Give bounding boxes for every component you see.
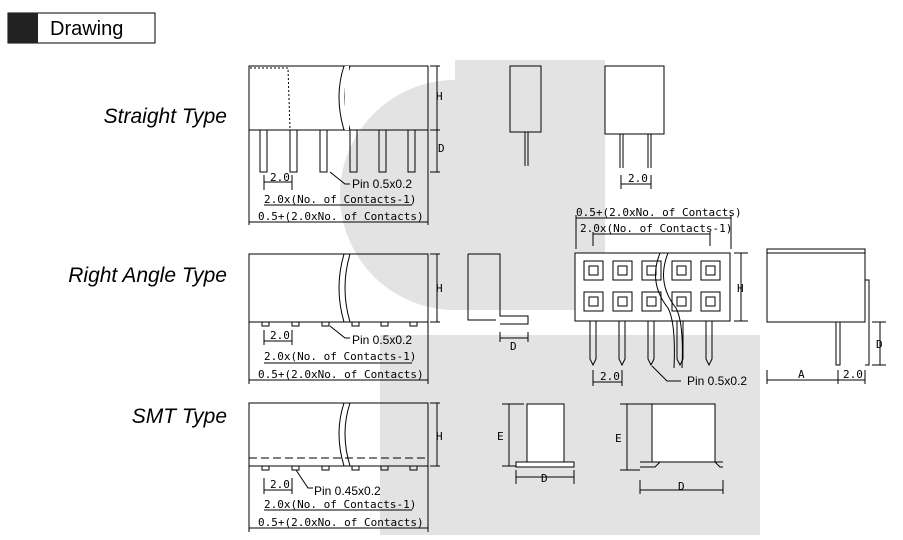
total-length-label: 0.5+(2.0xNo. of Contacts) [258, 516, 424, 529]
pitch-label: 2.0 [843, 368, 863, 381]
label-smt-type: SMT Type [132, 405, 227, 428]
pitch-label: 2.0 [628, 172, 648, 185]
pin-length-label: D [510, 340, 517, 353]
right-angle-end-view: A 2.0 D [766, 248, 886, 384]
total-length-label: 0.5+(2.0xNo. of Contacts) [258, 210, 424, 223]
section-header: Drawing [7, 12, 156, 44]
pin-label: Pin 0.45x0.2 [314, 484, 381, 498]
label-right-angle-type: Right Angle Type [68, 264, 227, 287]
pin-length-label: D [438, 142, 445, 155]
pitch-label: 2.0 [270, 329, 290, 342]
span-label: 2.0x(No. of Contacts-1) [264, 350, 416, 363]
section-title: Drawing [50, 18, 123, 40]
smt-front-view: H 2.0 Pin 0.45x0.2 2.0x(No. of Contacts-… [248, 402, 443, 532]
pitch-label: 2.0 [270, 478, 290, 491]
a-dimension-label: A [798, 368, 805, 381]
total-length-label: 0.5+(2.0xNo. of Contacts) [258, 368, 424, 381]
right-angle-side-view: D [467, 253, 529, 353]
e-dimension-label: E [497, 430, 504, 443]
pin-label: Pin 0.5x0.2 [687, 374, 747, 388]
pin-length-label: D [541, 472, 548, 485]
pin-length-label: D [876, 338, 883, 351]
straight-front-view: H D 2.0 Pin 0.5x0.2 2.0x(No. of Contacts… [248, 65, 445, 225]
pin-label: Pin 0.5x0.2 [352, 333, 412, 347]
right-angle-front-view: H 2.0 Pin 0.5x0.2 2.0x(No. of Contacts-1… [248, 253, 443, 384]
e-dimension-label: E [615, 432, 622, 445]
pin-label: Pin 0.5x0.2 [352, 177, 412, 191]
height-label: H [436, 90, 443, 103]
smt-side-views: E D E D [497, 403, 724, 494]
span-label: 2.0x(No. of Contacts-1) [580, 222, 732, 235]
height-label: H [436, 282, 443, 295]
height-label: H [737, 282, 744, 295]
right-angle-top-view: 0.5+(2.0xNo. of Contacts) 2.0x(No. of Co… [574, 206, 748, 388]
pin-length-label: D [678, 480, 685, 493]
header-marker [8, 13, 38, 43]
total-length-label: 0.5+(2.0xNo. of Contacts) [576, 206, 742, 219]
span-label: 2.0x(No. of Contacts-1) [264, 498, 416, 511]
pitch-label: 2.0 [270, 171, 290, 184]
straight-side-view: 2.0 [509, 65, 665, 189]
span-label: 2.0x(No. of Contacts-1) [264, 193, 416, 206]
pitch-label: 2.0 [600, 370, 620, 383]
label-straight-type: Straight Type [104, 105, 227, 128]
height-label: H [436, 430, 443, 443]
